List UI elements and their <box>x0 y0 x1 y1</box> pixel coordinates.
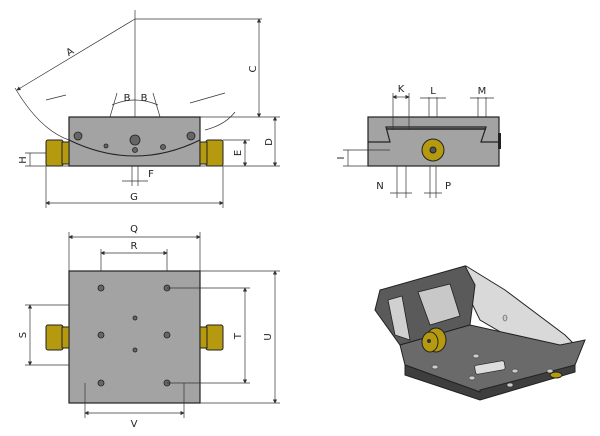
label-c: C <box>248 65 259 72</box>
label-q: Q <box>130 224 138 235</box>
dim-a-line <box>16 18 136 91</box>
dovetail-slot <box>368 126 499 143</box>
screw <box>186 131 196 141</box>
tick <box>45 94 67 101</box>
label-r: R <box>131 241 138 252</box>
arc-right <box>204 111 236 131</box>
isometric-view <box>374 265 586 401</box>
front-view: A B B C D E F G H <box>14 10 280 208</box>
knob-left-neck <box>61 326 70 349</box>
hole <box>132 147 138 153</box>
label-d: D <box>264 138 275 146</box>
label-t: T <box>233 332 244 340</box>
label-e: E <box>233 150 244 156</box>
knob-left-neck <box>61 141 70 165</box>
knob-left <box>45 324 64 351</box>
label-m: M <box>478 86 487 97</box>
label-l: L <box>430 86 436 97</box>
knob-right <box>205 324 224 351</box>
knob-right-neck <box>199 141 208 165</box>
top-view: Q R S T U V <box>18 224 280 430</box>
label-i: I <box>336 157 347 160</box>
hole <box>129 134 141 146</box>
knob-right-neck <box>199 326 208 349</box>
label-b: B <box>141 93 148 104</box>
iso-slot <box>417 283 461 326</box>
screw <box>73 131 83 141</box>
label-p: P <box>445 181 451 192</box>
hole <box>103 143 109 149</box>
ext-line <box>152 92 161 118</box>
label-k: K <box>398 84 405 95</box>
front-curve <box>68 139 201 157</box>
tick <box>189 92 226 104</box>
hole <box>160 144 166 150</box>
knob-right <box>205 139 224 167</box>
label-n: N <box>376 181 383 192</box>
side-view: K L M I N P <box>336 84 501 198</box>
label-b: B <box>124 93 131 104</box>
label-f: F <box>148 169 154 180</box>
ext-line <box>109 92 118 118</box>
dim-b-arc <box>111 99 159 106</box>
label-g: G <box>130 192 138 203</box>
label-s: S <box>18 332 29 338</box>
iso-knob-rear <box>549 371 563 379</box>
knob-left <box>45 139 64 167</box>
label-v: V <box>131 419 138 430</box>
label-h: H <box>18 156 29 164</box>
label-a: A <box>64 46 76 59</box>
label-u: U <box>263 333 274 340</box>
arc-left <box>14 87 70 141</box>
iso-cutout <box>474 360 506 375</box>
iso-base-side <box>404 364 576 401</box>
